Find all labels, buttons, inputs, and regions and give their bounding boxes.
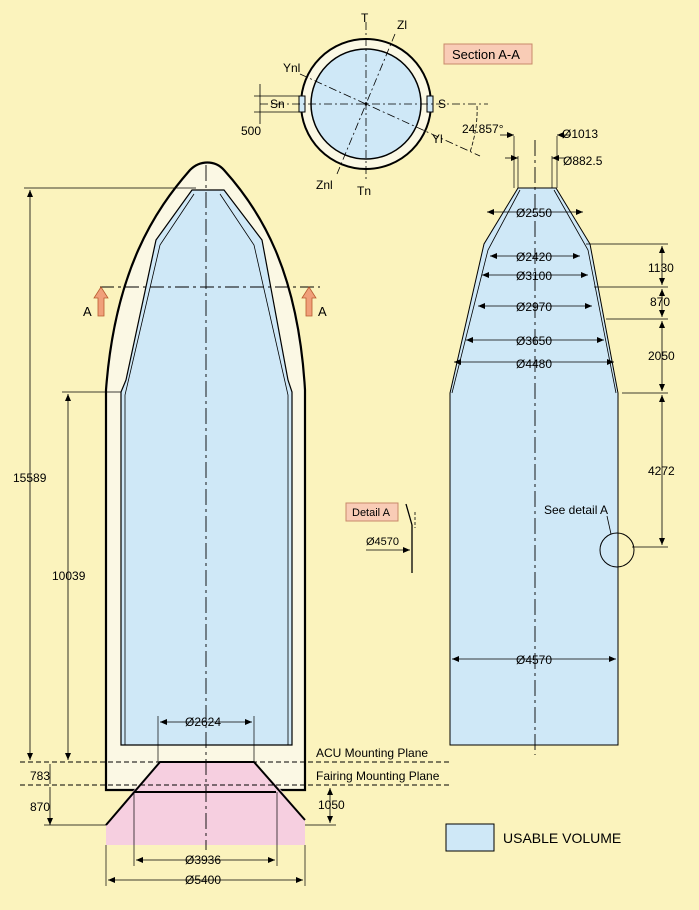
axis-label-t: T <box>361 11 369 25</box>
axis-label-s: S <box>438 97 446 111</box>
section-center <box>364 102 368 106</box>
h-1130-value: 1130 <box>648 261 674 275</box>
acu-offset-value: 783 <box>30 769 50 783</box>
acu-zone <box>106 762 305 845</box>
detail-callout-leader <box>606 515 612 535</box>
top-dia-value: Ø2624 <box>185 715 221 729</box>
cyl-height-value: 10039 <box>52 569 86 583</box>
detail-dia-value: Ø4570 <box>366 536 399 548</box>
dia-4570-value: Ø4570 <box>516 653 552 667</box>
axis-label-zl: Zl <box>397 18 407 32</box>
base-dia-value: Ø3936 <box>185 853 221 867</box>
cut-label-left: A <box>83 304 92 319</box>
detail-a: Detail A Ø4570 <box>345 502 416 573</box>
usable-contour-inner-r <box>219 193 289 745</box>
axis-label-sn: Sn <box>270 97 285 111</box>
usable-volume-left <box>120 189 293 746</box>
h-870-value: 870 <box>650 295 670 309</box>
usable-volume-right <box>449 187 619 746</box>
detail-wall-upper <box>405 503 413 526</box>
detail-callout-label: See detail A <box>544 503 608 517</box>
fairing-offset-value: 870 <box>30 800 50 814</box>
dia-3650-value: Ø3650 <box>516 334 552 348</box>
axis-yl-ynl <box>299 73 481 157</box>
legend-label: USABLE VOLUME <box>503 830 621 846</box>
cut-arrow-left <box>93 286 109 317</box>
detail-title: Detail A <box>352 507 391 519</box>
angle-value: 24.857° <box>462 122 504 136</box>
legend: USABLE VOLUME <box>445 823 621 852</box>
cone-height-value: 1050 <box>318 798 345 812</box>
detail-callout-circle <box>599 532 635 568</box>
dia-1013-value: Ø1013 <box>562 127 598 141</box>
angle-arc <box>469 105 478 153</box>
dia-2420-value: Ø2420 <box>516 250 552 264</box>
fairing-plane-label: Fairing Mounting Plane <box>316 769 440 783</box>
h-4272-value: 4272 <box>648 464 675 478</box>
cut-arrow-right <box>301 286 317 317</box>
cut-label-right: A <box>318 304 327 319</box>
section-view: T Zl Ynl Sn S Yl Znl Tn 500 24.857° Sect… <box>241 11 533 198</box>
axis-label-yl: Yl <box>432 132 443 146</box>
total-height-value: 15589 <box>13 471 47 485</box>
acu-plane-label: ACU Mounting Plane <box>316 746 428 760</box>
dia-2970-value: Ø2970 <box>516 300 552 314</box>
outer-dia-value: Ø5400 <box>185 873 221 887</box>
h-2050-value: 2050 <box>648 349 675 363</box>
dia-2550-value: Ø2550 <box>516 206 552 220</box>
axis-label-ynl: Ynl <box>283 61 300 75</box>
detail-title-box <box>345 502 399 522</box>
section-title-box <box>443 43 533 65</box>
dia-4480-value: Ø4480 <box>516 357 552 371</box>
legend-swatch <box>445 823 495 852</box>
section-title: Section A-A <box>452 47 520 62</box>
axis-label-tn: Tn <box>357 184 371 198</box>
offset-value: 500 <box>241 124 261 138</box>
axis-label-znl: Znl <box>316 178 333 192</box>
usable-contour-inner <box>124 193 195 745</box>
left-fairing-view: ACU Mounting Plane Fairing Mounting Plan… <box>13 161 450 887</box>
dia-8825-value: Ø882.5 <box>563 154 603 168</box>
dia-3100-value: Ø3100 <box>516 269 552 283</box>
right-usable-view: Ø1013 Ø882.5 Ø2550 Ø2420 Ø3100 Ø2970 Ø36… <box>449 127 675 755</box>
